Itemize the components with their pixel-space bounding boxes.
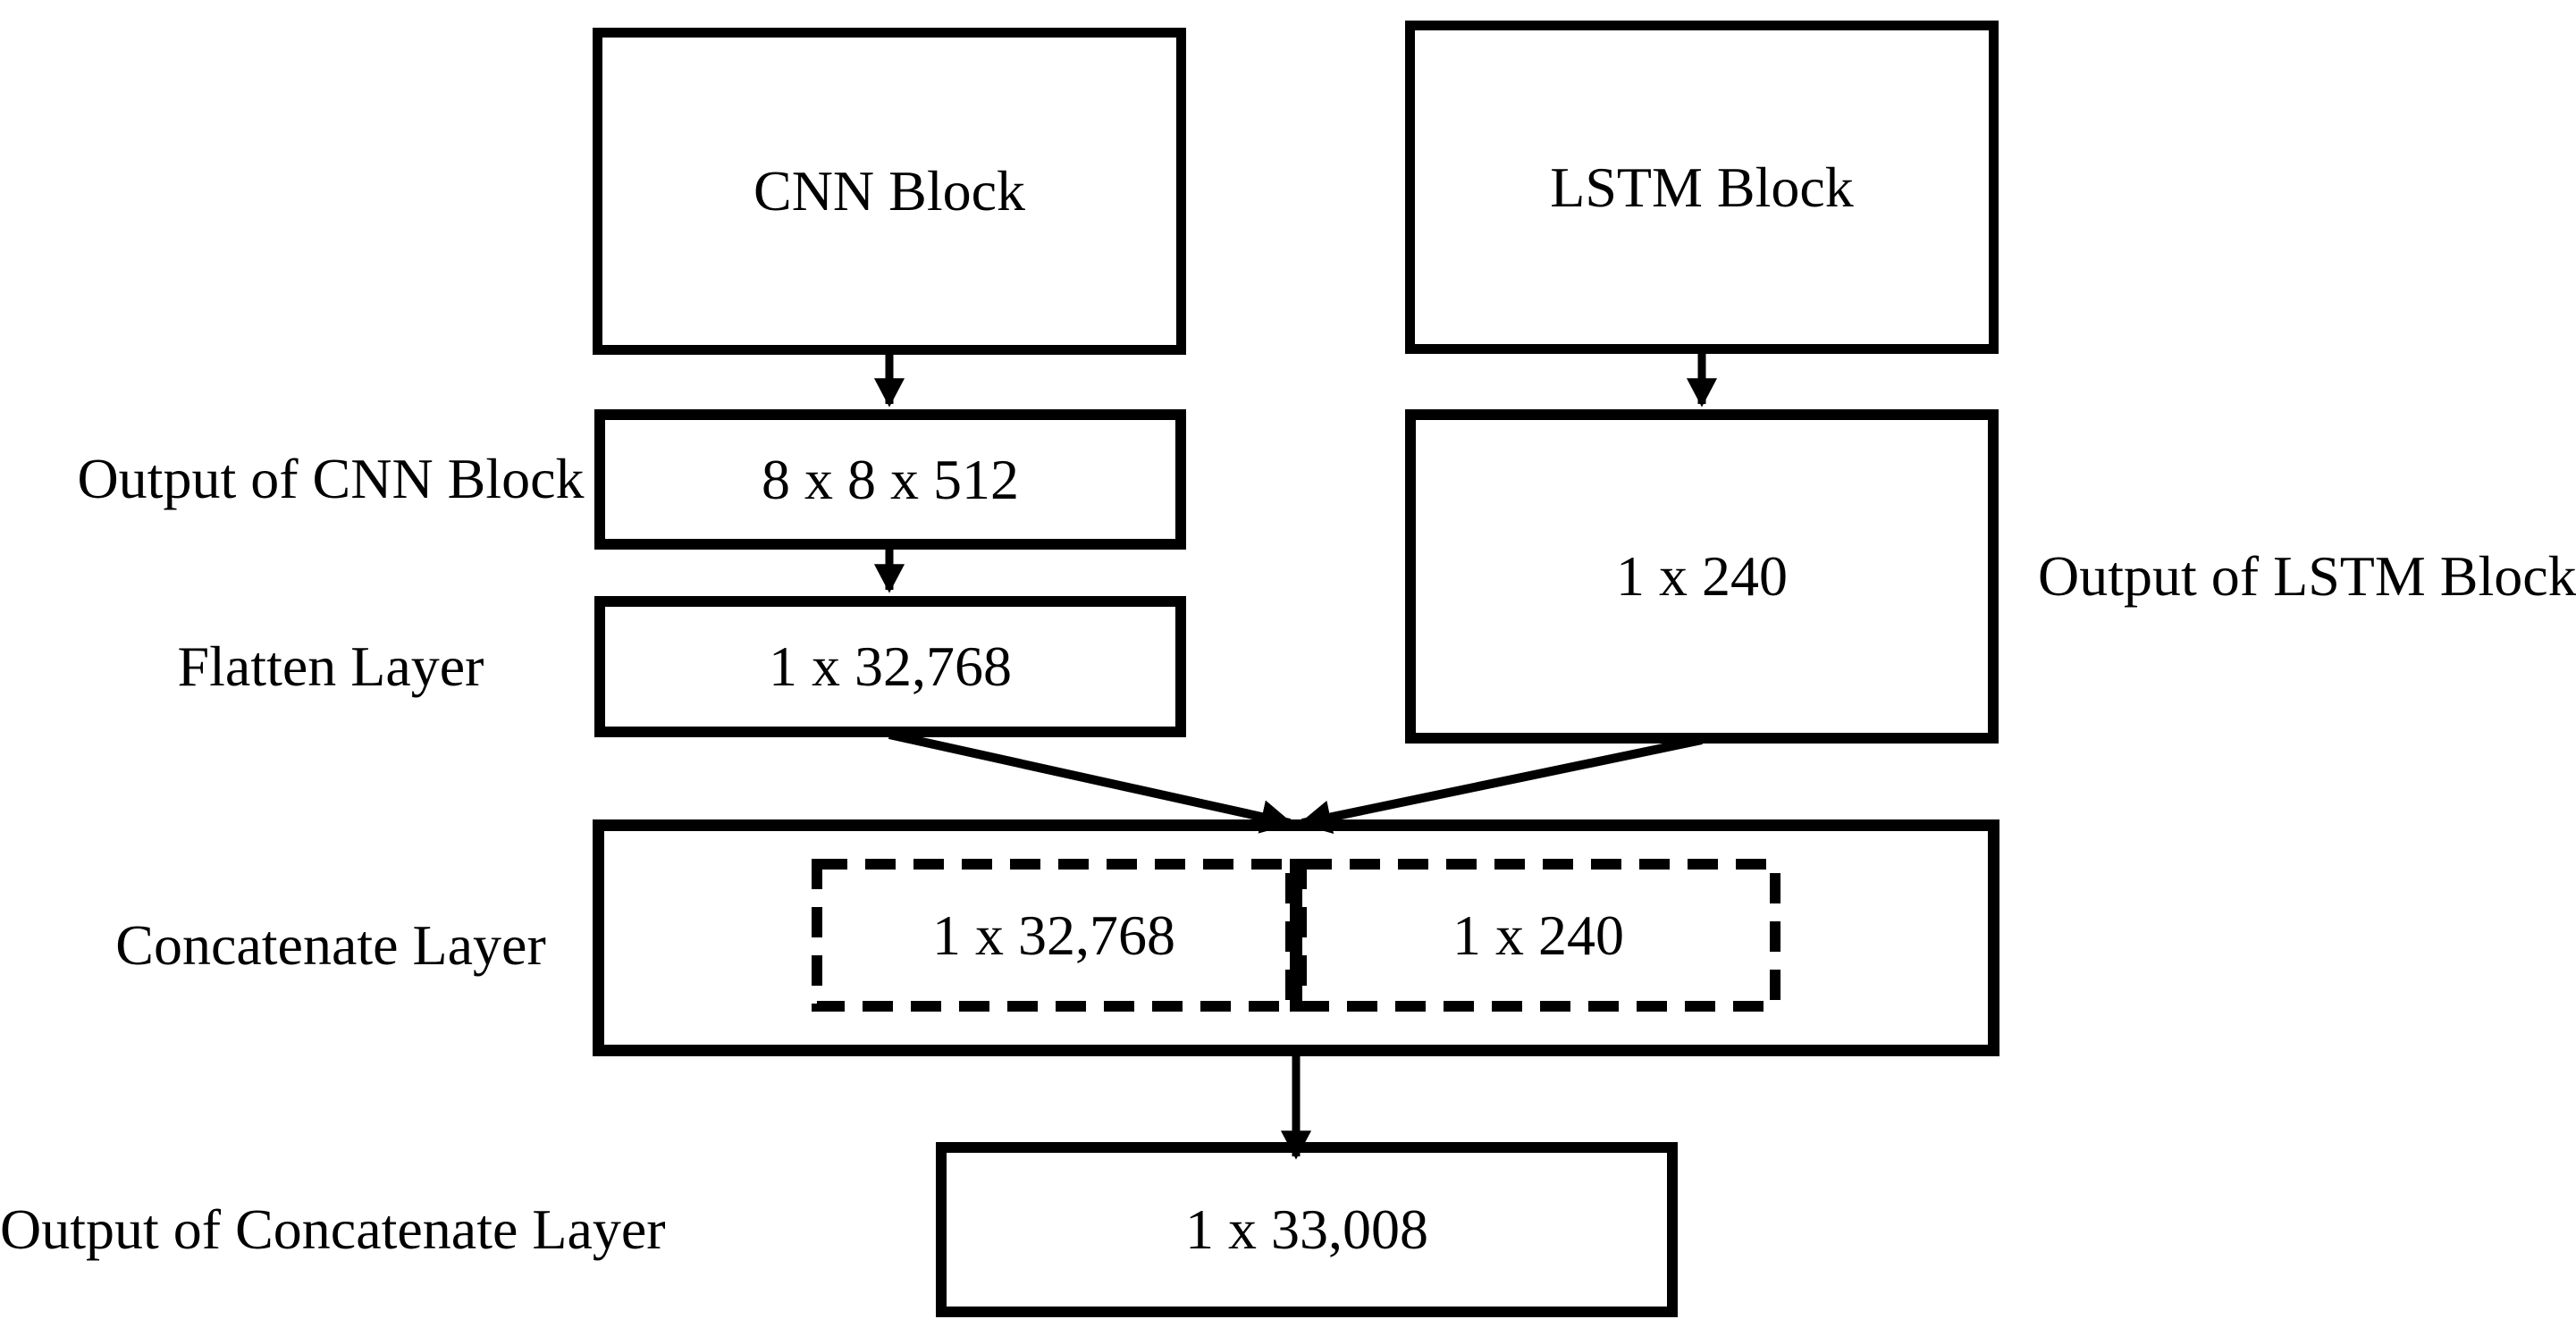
concatenate-segment-lstm: 1 x 240 — [1296, 859, 1780, 1012]
caption-flatten-layer: Flatten Layer — [177, 634, 484, 698]
concatenate-segment-lstm-value: 1 x 240 — [1452, 903, 1624, 967]
lstm-output-box: 1 x 240 — [1405, 409, 1999, 744]
caption-output-of-lstm-block: Output of LSTM Block — [2038, 544, 2576, 608]
arrow-flatten-to-concatenate — [888, 730, 1293, 834]
lstm-block-label: LSTM Block — [1550, 155, 1854, 219]
cnn-block-label: CNN Block — [753, 159, 1025, 223]
lstm-block-box: LSTM Block — [1405, 21, 1999, 354]
concatenate-segment-cnn-value: 1 x 32,768 — [932, 903, 1175, 967]
concatenate-output-value: 1 x 33,008 — [1185, 1197, 1428, 1261]
cnn-output-box: 8 x 8 x 512 — [594, 409, 1186, 550]
concatenate-segment-cnn: 1 x 32,768 — [812, 859, 1296, 1012]
flatten-layer-value: 1 x 32,768 — [769, 634, 1012, 698]
lstm-output-value: 1 x 240 — [1616, 544, 1788, 608]
flatten-layer-box: 1 x 32,768 — [594, 596, 1186, 737]
caption-output-of-cnn-block: Output of CNN Block — [77, 447, 585, 510]
caption-output-of-concatenate-layer: Output of Concatenate Layer — [0, 1197, 666, 1261]
arrow-lstm-output-to-concatenate — [1299, 735, 1704, 835]
caption-concatenate-layer: Concatenate Layer — [115, 913, 546, 977]
cnn-output-value: 8 x 8 x 512 — [762, 447, 1019, 511]
cnn-block-box: CNN Block — [593, 28, 1186, 355]
concatenate-output-box: 1 x 33,008 — [936, 1142, 1678, 1317]
